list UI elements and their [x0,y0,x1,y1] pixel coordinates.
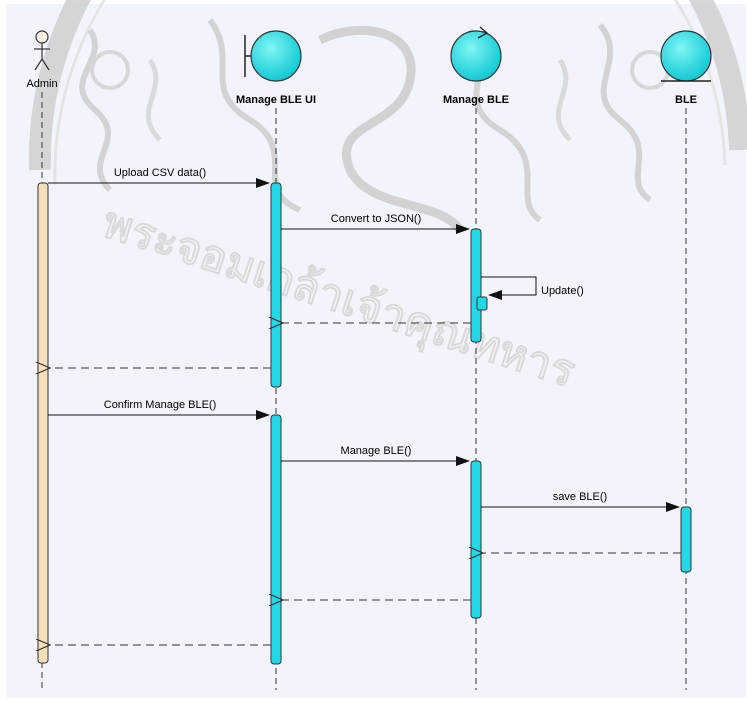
activation-ble[interactable] [681,507,691,572]
entity-circle-icon [661,31,711,81]
message-label: Confirm Manage BLE() [104,399,217,411]
activation-ctrl-2[interactable] [471,461,481,618]
actor-head-icon [36,31,48,43]
activation-admin[interactable] [38,183,48,663]
participant-label-manage-ble-ui: Manage BLE UI [236,94,316,106]
message-label: Upload CSV data() [114,167,206,179]
message-label: Manage BLE() [341,445,412,457]
diagram-background [6,4,746,698]
message-label: save BLE() [553,491,607,503]
activation-ctrl-1[interactable] [471,229,481,342]
participant-label-admin: Admin [26,78,57,90]
participant-label-manage-ble: Manage BLE [443,94,509,106]
activation-ui-2[interactable] [271,415,281,664]
message-label: Convert to JSON() [331,213,421,225]
participant-label-ble: BLE [675,94,697,106]
boundary-circle-icon [251,31,301,81]
activation-ui-1[interactable] [271,183,281,387]
control-circle-icon [451,31,501,81]
activation-ctrl-self[interactable] [477,297,487,310]
message-label: Update() [541,285,584,297]
